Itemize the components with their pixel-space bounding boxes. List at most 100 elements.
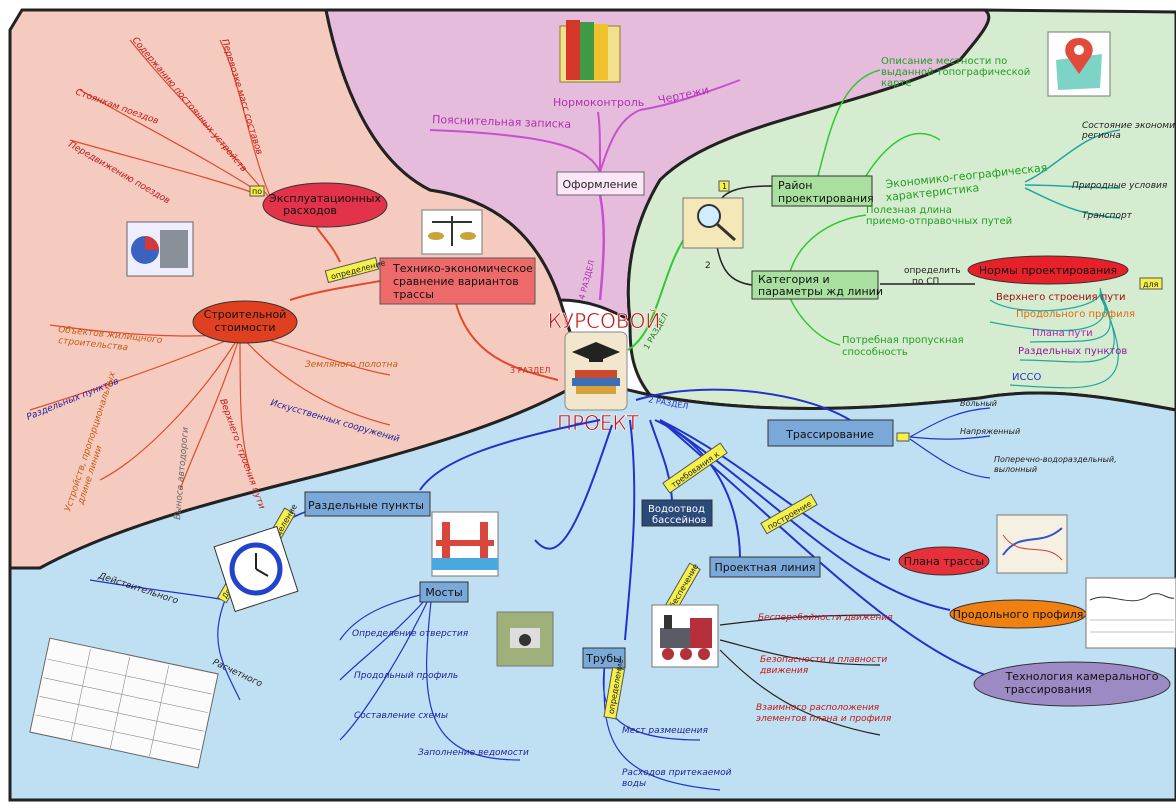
locomotive-icon [651,604,719,668]
center-title-top: КУРСОВОЙ [548,309,661,333]
drain-line-1: Водоотвод [648,504,705,515]
line-item-safety-2: движения [759,666,809,676]
design-branch: Оформление Пояснительная записка Нормоко… [429,20,741,196]
bridges-node[interactable] [419,581,469,603]
map-pin-icon [1047,31,1111,97]
norms-for-tag: для [1143,280,1159,289]
operating-line-2: расходов [283,204,337,217]
construction-line-1: Строительной [204,308,287,321]
plan-label: Плана трассы [904,555,984,568]
line-item-continuity: Бесперебойности движения [758,613,893,623]
econ-item-nature: Природные условия [1072,181,1168,191]
plan-map-image [996,514,1068,574]
econ-item-state-1: Состояние экономики [1082,121,1176,131]
norm-item-stations: Раздельных пунктов [1018,346,1127,357]
trace-item-free: Вольный [960,399,997,408]
tracing-branch: Трассирование Вольный Напряженный Попере… [29,388,1176,791]
area-line-2: проектирования [778,192,874,205]
profile-chart-image [1085,577,1176,649]
drain-node[interactable] [641,499,713,527]
norm-item-track: Верхнего строения пути [996,292,1125,303]
econ-item-transport: Транспорт [1082,211,1133,221]
tech-line-1: Технология камерального [1005,670,1159,683]
compare-line-2: сравнение вариантов [393,275,519,288]
plan-node[interactable] [898,546,990,576]
category-line-2: параметры жд линии [758,285,883,298]
center-title-bottom: ПРОЕКТ [557,411,640,435]
norm-item-profile: Продольного профиля [1016,309,1135,320]
survey-badge-2: 2 [705,261,711,271]
trace-item-tense: Напряженный [960,427,1020,436]
bridge-item-opening: Определение отверстия [352,629,469,639]
bridge-icon [431,511,499,577]
econ-item-state-2: региона [1081,131,1121,141]
scales-icon [421,209,483,255]
bridge-item-sheet: Заполнение ведомости [418,748,529,758]
survey-badge-1: 1 [722,182,727,191]
trace-label: Трассирование [785,428,874,441]
design-line-node[interactable] [709,556,821,578]
design-node[interactable] [556,171,645,196]
operating-po-tag: по [252,187,262,196]
pipe-item-flow-1: Расходов притекаемой [622,768,732,778]
compare-line-1: Технико-экономическое [392,262,533,275]
folder-icon [559,20,621,83]
relief-line-2: выданной топографической [881,67,1030,78]
design-line-label: Проектная линия [715,561,816,574]
operating-node[interactable] [262,182,388,228]
line-item-mutual-1: Взаимного расположения [756,703,880,713]
pipe-item-places: Мест размещения [622,726,708,736]
line-item-safety-1: Безопасности и плавности [760,655,887,665]
trace-node[interactable] [767,419,894,447]
section-3-label: 3 РАЗДЕЛ [510,366,550,375]
tech-line-2: трассирования [1004,683,1091,696]
area-node[interactable] [771,175,873,207]
trace-item-cross-2: вылонный [994,465,1037,474]
determine-line-2: по СП [912,277,939,287]
clock-icon [213,525,299,613]
construction-item-earth: Земляного полотна [305,360,398,370]
culvert-photo [496,611,554,667]
norms-node[interactable] [967,255,1129,285]
map-magnifier-icon [682,197,744,249]
bridge-item-scheme: Составление схемы [354,711,448,721]
norm-item-isso: ИССО [1012,372,1041,383]
design-title: Оформление [563,178,638,191]
pipe-item-flow-2: воды [622,779,646,789]
useful-line-2: приемо-отправочных путей [866,216,1012,227]
pipes-node[interactable] [582,647,626,669]
survey-branch: 1 2 Район проектирования Описание местно… [682,31,1176,389]
norm-item-plan: Плана пути [1032,328,1093,339]
relief-line-3: карте [881,78,912,89]
compare-line-3: трассы [393,288,434,301]
capacity-line-1: Потребная пропускная [842,335,964,346]
area-line-1: Район [778,179,812,192]
tech-node[interactable] [973,661,1171,707]
bridges-label: Мосты [425,586,462,599]
operating-line-1: Эксплуатационных [269,192,381,205]
design-item-normcontrol: Нормоконтроль [553,96,644,109]
capacity-line-2: способность [842,347,908,358]
pipes-label: Трубы [585,652,622,665]
separate-node[interactable] [304,491,431,517]
bridge-item-profile: Продольный профиль [354,671,458,681]
calculator-icon [126,221,194,277]
construction-line-2: стоимости [215,321,276,334]
profile-label: Продольного профиля [953,608,1084,621]
relief-line-1: Описание местности по [881,56,1007,67]
line-item-mutual-2: элементов плана и профиля [756,714,892,724]
separate-label: Раздельные пункты [308,499,424,512]
blue-zone [8,378,1176,802]
norms-label: Нормы проектирования [979,264,1117,277]
determine-line-1: определить [904,266,961,276]
trace-item-cross-1: Поперечно-водораздельный, [994,455,1117,464]
drain-line-2: бассейнов [652,515,707,526]
compare-node[interactable] [379,257,536,305]
center-node[interactable]: КУРСОВОЙ ПРОЕКТ [547,309,661,436]
design-item-note: Пояснительная записка [432,113,571,131]
useful-line-1: Полезная длина [866,205,952,216]
table-document [29,637,219,769]
category-node[interactable] [751,270,879,300]
construction-node[interactable] [192,300,298,344]
category-line-1: Категория и [758,273,830,286]
